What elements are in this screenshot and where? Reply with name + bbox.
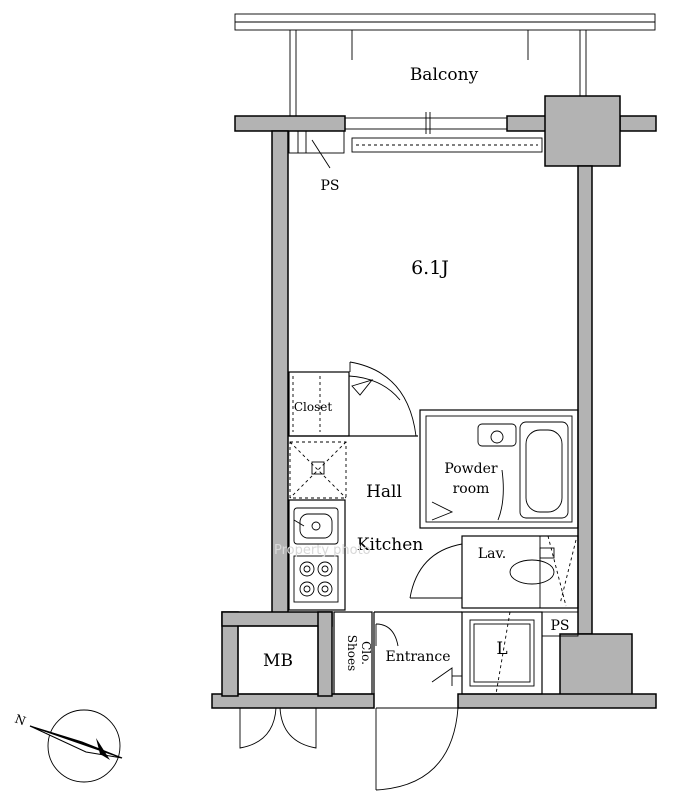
lavatory: Lav. [409,535,579,609]
meter-box: MB [237,625,319,749]
shoes-closet-label-1: Shoes [345,635,359,671]
ps-top-label: PS [320,178,339,194]
balcony-window [344,112,543,153]
hall-label: Hall [366,482,402,502]
balcony-label: Balcony [410,65,479,85]
ps-bottom-label: PS [550,618,569,634]
closet-label: Closet [294,400,333,414]
north-label: N [13,712,28,729]
powder-sink [477,423,517,447]
compass-circle [47,709,121,783]
entrance-label: Entrance [385,649,450,665]
lav-label: Lav. [478,546,506,562]
pipe-space-bottom: PS [541,611,579,637]
laundry-area: L [461,611,543,695]
powder-room-label-2: room [453,481,490,497]
closet: Closet [288,371,401,437]
main-room-label: 6.1J [411,257,449,279]
entrance: Entrance [373,611,462,791]
bathtub [519,421,569,519]
powder-room: Powder room [419,409,579,529]
kitchen: Kitchen [288,499,423,611]
watermark: Property photo [274,543,371,558]
refrigerator-space [289,441,347,499]
pipe-space-top: PS [288,130,345,194]
kitchen-sink [293,507,339,545]
shoes-closet: Shoes Clo. [333,611,373,695]
exterior-walls [211,95,657,709]
kitchen-label: Kitchen [357,535,423,555]
structural-column [544,95,621,167]
balcony-area: Balcony [234,13,656,116]
hall-door [289,361,418,437]
toilet [509,559,555,585]
shoes-closet-label-2: Clo. [359,641,373,665]
stove [293,555,339,603]
mb-label: MB [263,651,293,671]
laundry-label: L [496,639,507,659]
entrance-door [375,707,459,791]
powder-room-label-1: Powder [444,461,498,477]
compass: N [13,709,123,783]
